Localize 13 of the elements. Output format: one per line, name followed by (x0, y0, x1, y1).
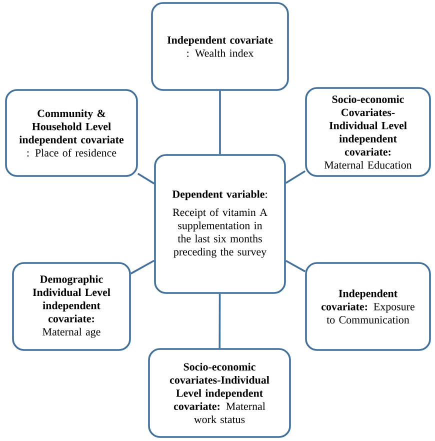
connector-line (130, 260, 155, 274)
rounded-box: Dependent variable: Receipt of vitamin A supplementation in the last six months preceding the survey (154, 154, 286, 294)
connector-line (219, 90, 221, 154)
rounded-box: Independent covariate: Exposure to Communication (305, 262, 431, 351)
rounded-box: Socio-economic Covariates- Individual Level independent covariate: Maternal Education (305, 87, 431, 177)
rounded-box: Demographic Individual Level independent covariate: Maternal age (12, 262, 131, 351)
rounded-box: Community & Household Level independent covariate : Place of residence (5, 89, 138, 177)
rounded-box: Independent covariate : Wealth index (151, 2, 289, 91)
connector-line (285, 260, 306, 272)
rounded-box: Socio-economic covariates-Individual Level independent covariate: Maternal work status (148, 348, 291, 438)
connector-line (137, 172, 155, 184)
connector-line (218, 294, 221, 348)
connector-line (285, 170, 306, 184)
